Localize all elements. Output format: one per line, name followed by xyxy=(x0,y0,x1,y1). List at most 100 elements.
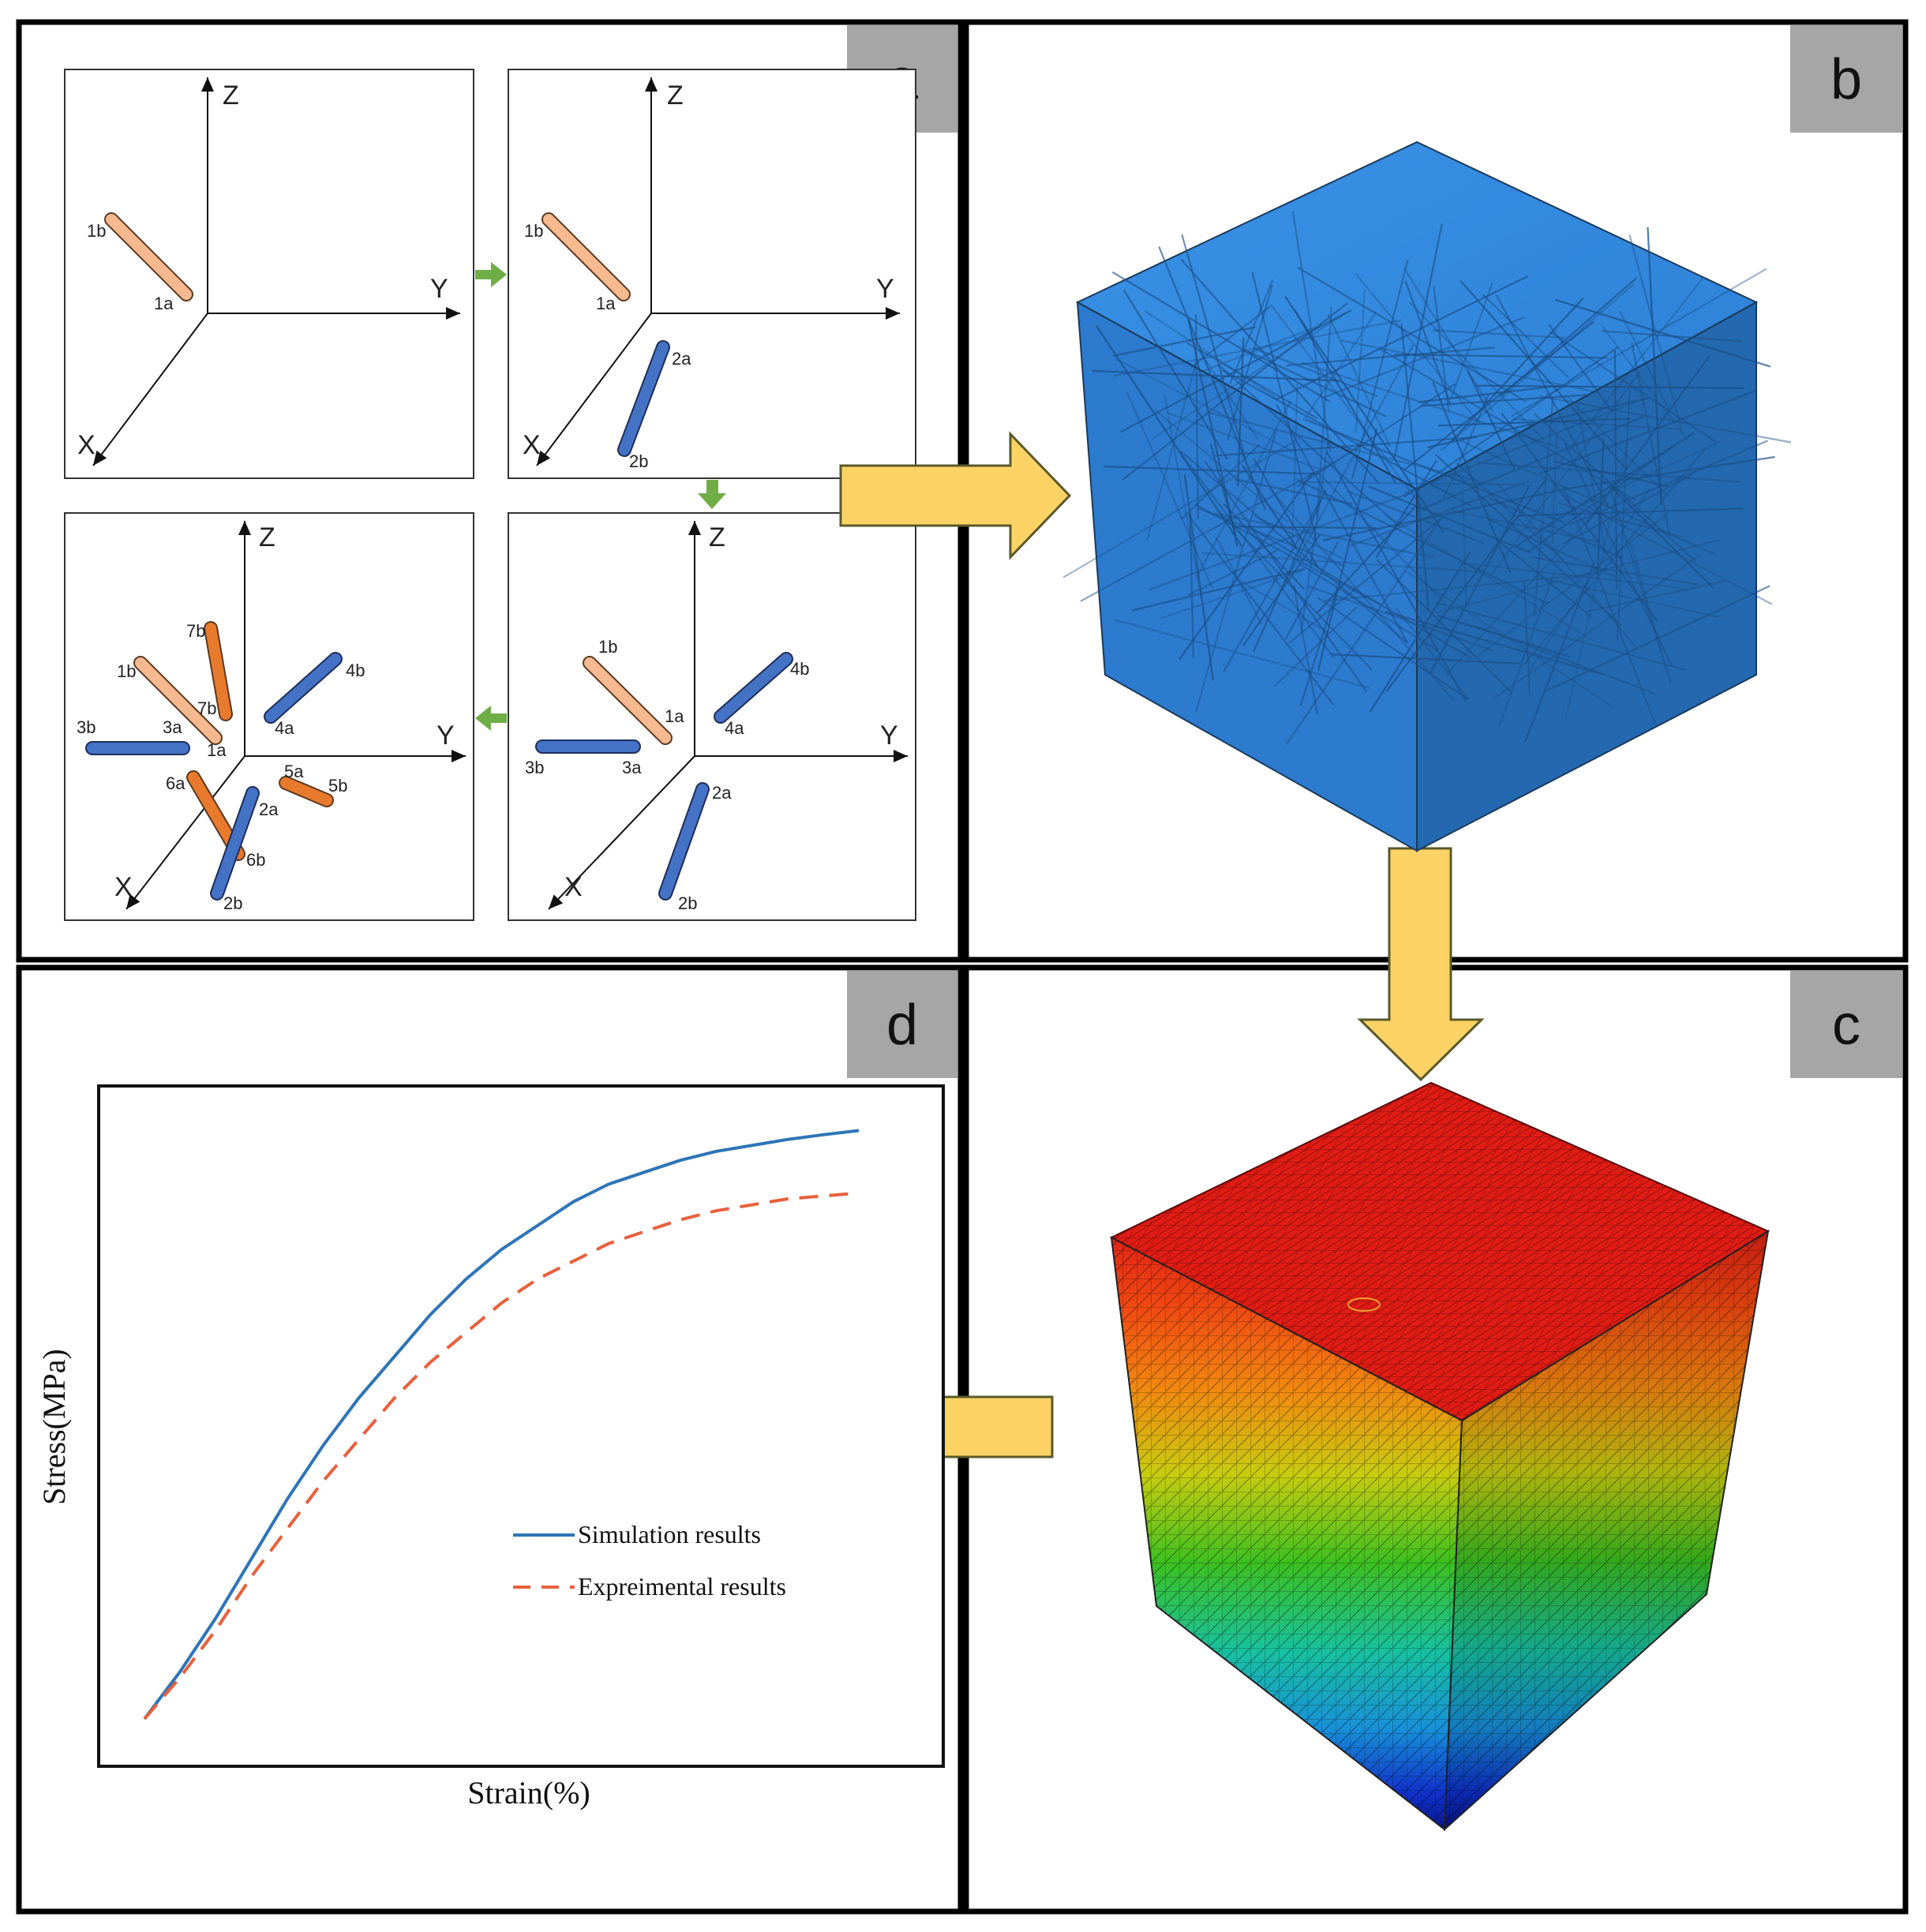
fiber-strand xyxy=(1558,278,1703,463)
fiber-strand xyxy=(1095,324,1243,548)
plot-frame xyxy=(97,1084,945,1768)
svg-text:2b: 2b xyxy=(223,893,242,913)
fiber-strand xyxy=(1530,556,1699,586)
fiber-strand xyxy=(1151,312,1347,440)
svg-text:4b: 4b xyxy=(790,659,809,679)
fiber-strand xyxy=(1303,481,1526,486)
fiber-strand xyxy=(1437,417,1632,427)
svg-text:Z: Z xyxy=(667,80,684,110)
fiber-strand xyxy=(1253,490,1327,652)
fiber-strand xyxy=(1331,653,1520,665)
fiber-strand xyxy=(1180,259,1379,483)
fiber-strand xyxy=(1385,611,1602,675)
fiber-strand xyxy=(1122,302,1348,481)
fiber-strand xyxy=(1523,447,1707,666)
fiber-strand xyxy=(1341,339,1600,394)
fiber-strand xyxy=(1253,458,1319,568)
svg-text:2a: 2a xyxy=(672,349,691,369)
fiber-strand xyxy=(1548,324,1613,413)
fiber-strand xyxy=(1287,346,1495,367)
fiber-strand xyxy=(1512,417,1677,430)
fiber-strand xyxy=(1062,440,1295,578)
fiber-strand xyxy=(1376,559,1512,693)
fiber-strand xyxy=(1400,324,1430,612)
svg-text:1b: 1b xyxy=(524,221,543,241)
fiber-strand xyxy=(1584,355,1711,526)
svg-text:Z: Z xyxy=(259,522,275,552)
fiber-strand xyxy=(1166,411,1319,470)
fiber-strand xyxy=(1208,411,1485,484)
fiber-strand xyxy=(1195,400,1292,579)
step-arrows xyxy=(475,262,726,731)
panel-a-fiber-generation: Z Y X 1b 1a Z Y X 1b 1a 2a 2b xyxy=(64,69,916,921)
fiber-strand xyxy=(1631,343,1671,536)
fiber-strand xyxy=(1539,389,1756,475)
fiber-strand xyxy=(1434,601,1687,671)
svg-text:1b: 1b xyxy=(87,221,106,241)
fiber-strand xyxy=(1460,440,1715,556)
fiber-strand xyxy=(1488,496,1624,560)
fiber-strand xyxy=(1609,486,1672,683)
svg-text:6a: 6a xyxy=(166,773,185,793)
fiber-strand xyxy=(1197,349,1259,440)
fiber-strand xyxy=(1299,586,1339,706)
fiber-strand xyxy=(1307,585,1494,652)
fiber-strand xyxy=(1201,552,1478,573)
svg-text:Z: Z xyxy=(223,80,239,110)
fiber-strand xyxy=(1476,462,1741,483)
fiber-strand xyxy=(1237,337,1245,487)
fiber-strand xyxy=(1523,562,1596,743)
fiber-strand xyxy=(1080,460,1336,602)
fiber-strand xyxy=(1495,294,1609,507)
svg-text:2a: 2a xyxy=(259,799,279,819)
fiber-strand xyxy=(1234,477,1353,505)
svg-text:7b: 7b xyxy=(186,621,205,641)
fiber-strand xyxy=(1459,279,1628,470)
fiber-strand xyxy=(1122,289,1228,460)
fiber-strand xyxy=(1456,462,1564,562)
fiber-strand xyxy=(1214,512,1435,559)
fiber-strand xyxy=(1186,342,1318,420)
fiber-strand xyxy=(1478,513,1669,657)
svg-text:Z: Z xyxy=(709,522,725,552)
fiber-strand xyxy=(1302,311,1377,421)
fiber-strand xyxy=(1385,515,1594,642)
fiber-strand xyxy=(1647,227,1662,506)
svg-text:1b: 1b xyxy=(117,661,136,681)
fiber-strand xyxy=(1355,290,1366,433)
step-3-box: Z Y X 1b 1a 3b 3a 4a 4b 2a 2b xyxy=(508,512,916,921)
fiber-strand xyxy=(1551,433,1558,545)
fiber-strand xyxy=(1223,503,1306,590)
svg-text:2b: 2b xyxy=(629,451,648,471)
svg-text:3a: 3a xyxy=(163,717,182,737)
fiber-strand xyxy=(1351,260,1409,480)
fiber-strand xyxy=(1324,572,1602,602)
fiber-strand xyxy=(1251,271,1317,541)
fiber-strand xyxy=(1322,489,1564,541)
fiber-strand xyxy=(1549,331,1718,444)
fiber-strand xyxy=(1393,223,1443,459)
fiber-strand xyxy=(1190,305,1272,368)
fiber-strand xyxy=(1534,413,1696,563)
fiber-strand xyxy=(1501,277,1638,396)
fiber-strand xyxy=(1476,384,1744,389)
fiber-strand xyxy=(1160,569,1302,620)
embedded-fibers xyxy=(1062,211,1792,745)
fiber-strand xyxy=(1561,485,1657,724)
fiber-strand xyxy=(1501,412,1659,623)
fiber-strand xyxy=(1252,514,1343,560)
legend-label-simulation: Simulation results xyxy=(578,1520,761,1548)
fiber-strand xyxy=(1515,432,1695,548)
chart-series xyxy=(143,1129,860,1720)
fiber-strand xyxy=(1158,246,1267,511)
chart-legend: Simulation results Expreimental results xyxy=(513,1520,786,1601)
fiber-strand xyxy=(1375,459,1437,559)
fiber-strand xyxy=(1409,301,1545,440)
svg-text:Y: Y xyxy=(437,721,455,751)
fiber-strand xyxy=(1268,488,1455,702)
fiber-strand xyxy=(1369,551,1471,713)
fiber-strand xyxy=(1327,314,1392,447)
svg-text:c: c xyxy=(1832,994,1860,1057)
fiber-strand xyxy=(1602,326,1686,437)
